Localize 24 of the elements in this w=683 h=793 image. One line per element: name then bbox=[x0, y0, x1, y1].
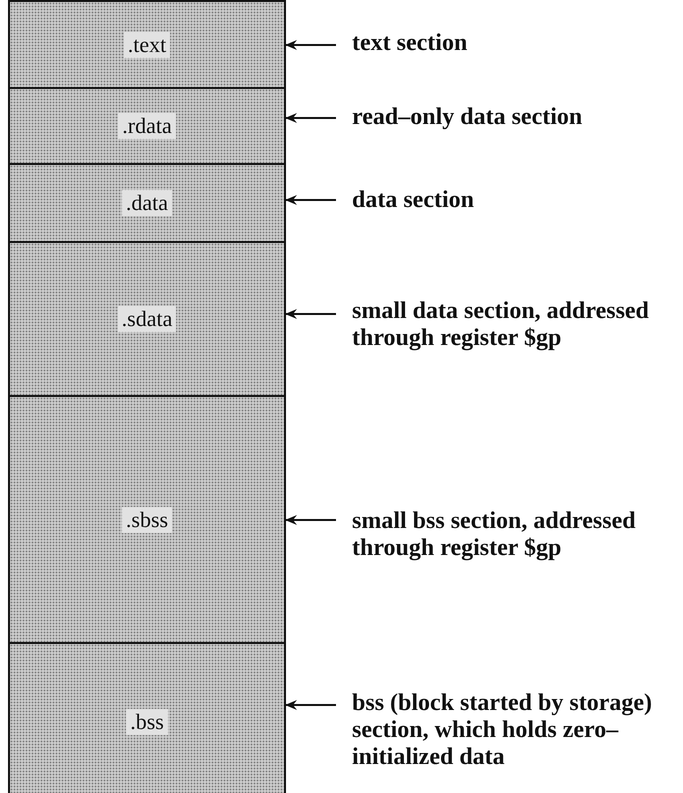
section-description: data section bbox=[352, 187, 682, 214]
memory-section-block bbox=[8, 0, 286, 89]
arrow bbox=[285, 113, 336, 123]
memory-section-block bbox=[8, 163, 286, 243]
arrow bbox=[285, 515, 336, 525]
memory-section-block bbox=[8, 395, 286, 644]
section-name: .sdata bbox=[118, 306, 176, 332]
memory-section-block bbox=[8, 241, 286, 397]
arrow bbox=[285, 40, 336, 50]
section-name: .bss bbox=[126, 709, 168, 735]
section-name: .rdata bbox=[118, 113, 176, 139]
section-name: .sbss bbox=[122, 506, 172, 532]
arrow bbox=[285, 309, 336, 319]
section-name: .text bbox=[124, 32, 170, 58]
arrow bbox=[285, 700, 336, 710]
section-description: read–only data section bbox=[352, 104, 682, 131]
arrow bbox=[285, 195, 336, 205]
memory-section-block bbox=[8, 87, 286, 165]
section-name: .data bbox=[122, 190, 172, 216]
memory-section-block bbox=[8, 642, 286, 793]
section-description: bss (block started by storage) section, which holds zero–initialized data bbox=[352, 690, 682, 771]
section-description: small data section, addressed through register $gp bbox=[352, 298, 682, 352]
section-description: small bss section, addressed through register $gp bbox=[352, 508, 682, 562]
section-description: text section bbox=[352, 30, 682, 57]
